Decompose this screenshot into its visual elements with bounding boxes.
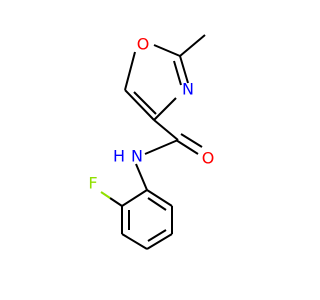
ring-o1-c5-bond — [124, 51, 136, 91]
carbonyl-oxygen-label: O — [202, 149, 215, 168]
ring-n3-c2-inner-bond — [173, 60, 182, 86]
ring-c5-c4-bond — [124, 89, 155, 121]
ring-to-carbonyl-bond — [153, 119, 179, 141]
ring-oxygen-label: O — [137, 35, 150, 54]
amide-nitrogen-label: N — [131, 147, 143, 166]
ring-c5-c4-inner-bond — [133, 91, 157, 115]
ring-nitrogen-label: N — [182, 80, 194, 99]
nitrogen-to-phenyl-bond — [135, 163, 148, 191]
phenyl-c3-c4-bond — [121, 233, 148, 250]
ring-c2-o1-bond — [153, 44, 181, 57]
methyl-bond — [179, 34, 206, 57]
ring-c4-n3-bond — [153, 97, 177, 121]
carbonyl-to-nitrogen-bond — [144, 139, 179, 155]
ring-n3-c2-bond — [179, 55, 189, 84]
phenyl-c6-c1-bond — [146, 189, 173, 207]
fluorine-label: F — [88, 174, 97, 193]
phenyl-inner-bond-3 — [147, 197, 167, 211]
molecule-structure: O N O N H F — [88, 34, 215, 250]
phenyl-c4-c5-bond — [146, 233, 173, 250]
phenyl-c1-c2-bond — [121, 189, 148, 207]
fluorine-bond-black — [109, 197, 123, 207]
amide-hydrogen-label: H — [113, 147, 125, 166]
phenyl-inner-bond-2 — [147, 229, 167, 242]
carbonyl-double-bond-2 — [180, 133, 203, 148]
molecule-canvas: O N O N H F — [88, 34, 215, 250]
fluorine-bond-green — [100, 191, 111, 199]
carbonyl-double-bond-1 — [175, 139, 199, 155]
